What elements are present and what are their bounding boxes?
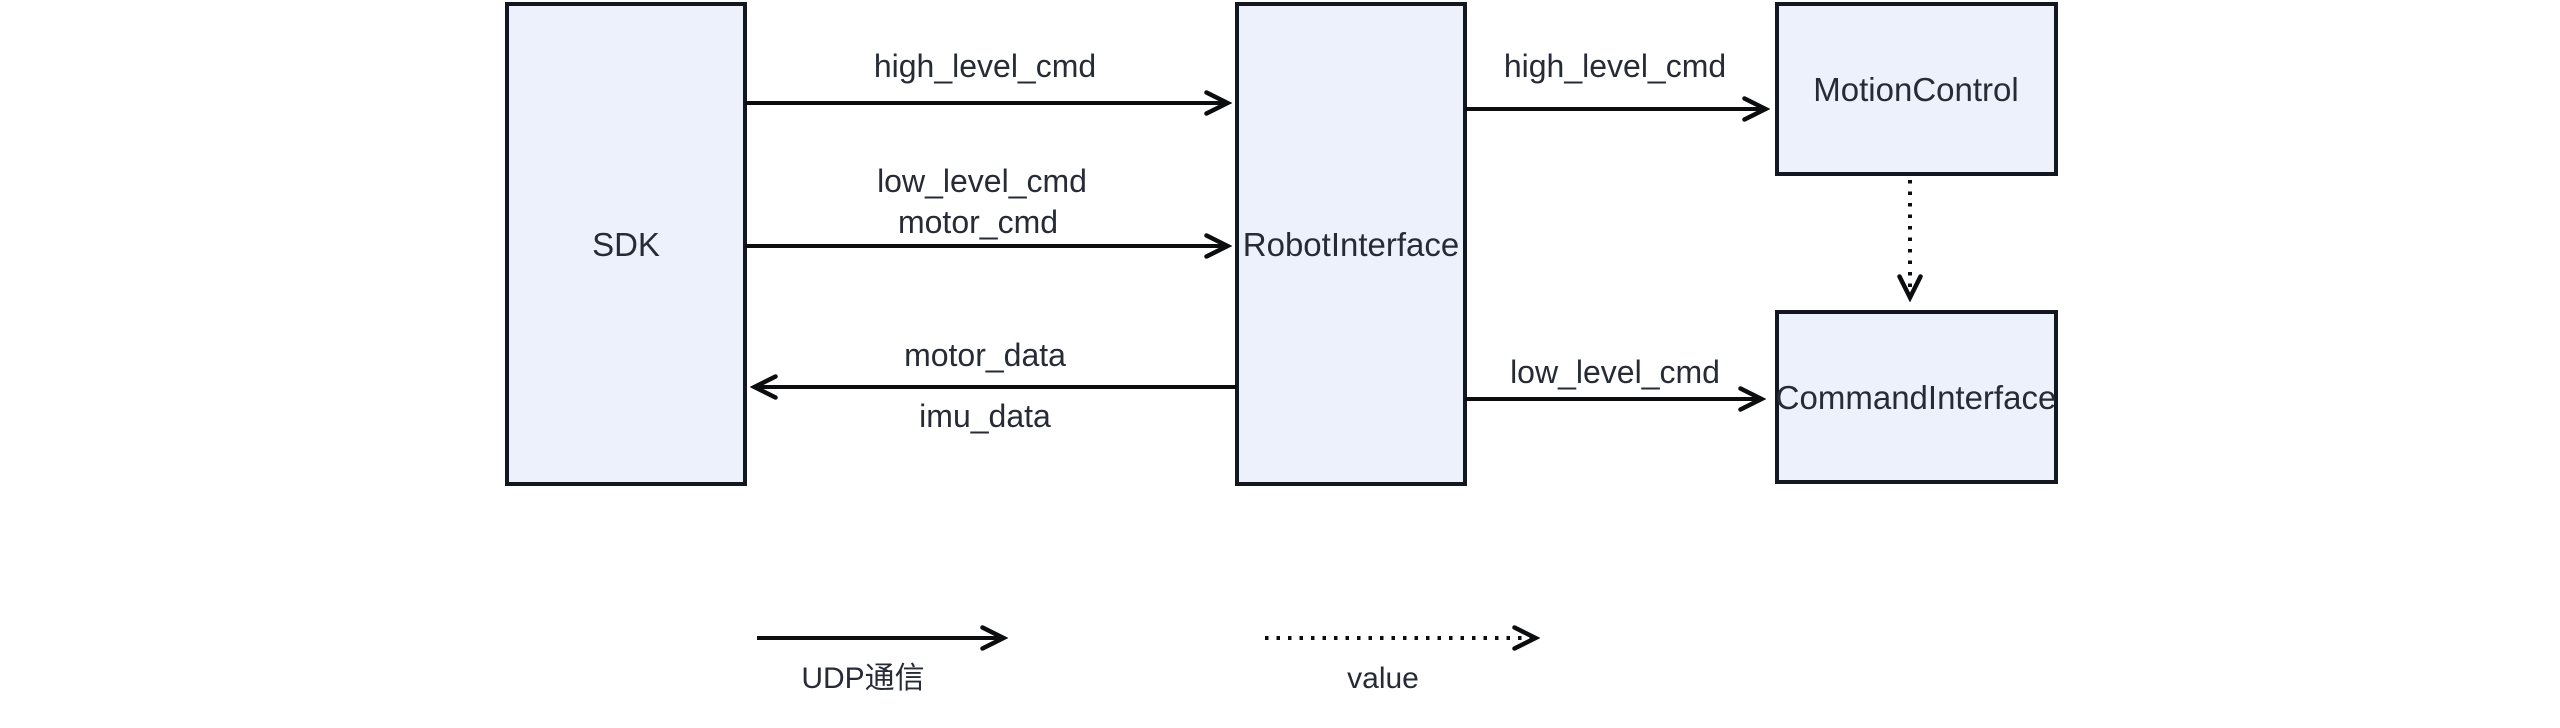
edge-label: high_level_cmd xyxy=(874,48,1096,84)
edge-robotinterface-to-sdk-motor-data: motor_data imu_data xyxy=(756,337,1237,434)
node-robot-interface-box xyxy=(1235,2,1467,486)
node-motion-control-label: MotionControl xyxy=(1813,71,2018,108)
node-robot-interface: RobotInterface xyxy=(1235,2,1467,486)
edge-sdk-to-robotinterface-high-level-cmd: high_level_cmd xyxy=(745,48,1226,103)
legend-dotted-label: value xyxy=(1347,662,1419,695)
legend-item-udp: UDP通信 xyxy=(757,638,1002,695)
legend-item-value: value xyxy=(1265,638,1534,695)
edge-robotinterface-to-commandinterface-low-level-cmd: low_level_cmd xyxy=(1465,354,1760,399)
node-command-interface: CommandInterface xyxy=(1775,310,2058,484)
legend-solid-label: UDP通信 xyxy=(801,662,924,695)
node-sdk-label: SDK xyxy=(592,226,660,263)
node-command-interface-box xyxy=(1775,310,2058,484)
edge-label-line-2: motor_cmd xyxy=(898,204,1058,240)
node-sdk: SDK xyxy=(505,2,747,486)
node-motion-control-box xyxy=(1775,2,2058,176)
node-robot-interface-label: RobotInterface xyxy=(1243,226,1459,263)
node-motion-control: MotionControl xyxy=(1775,2,2058,176)
node-sdk-box xyxy=(505,2,747,486)
edge-label-line-2: imu_data xyxy=(919,398,1051,434)
edge-label: low_level_cmd xyxy=(1510,354,1720,390)
edge-robotinterface-to-motioncontrol-high-level-cmd: high_level_cmd xyxy=(1465,48,1764,109)
node-command-interface-label: CommandInterface xyxy=(1776,379,2057,416)
edge-label: high_level_cmd xyxy=(1504,48,1726,84)
edge-label-line-1: motor_data xyxy=(904,337,1066,373)
legend: UDP通信 value xyxy=(757,638,1534,695)
edge-sdk-to-robotinterface-low-level-cmd: low_level_cmd motor_cmd xyxy=(745,163,1226,246)
edge-label-line-1: low_level_cmd xyxy=(877,163,1087,199)
